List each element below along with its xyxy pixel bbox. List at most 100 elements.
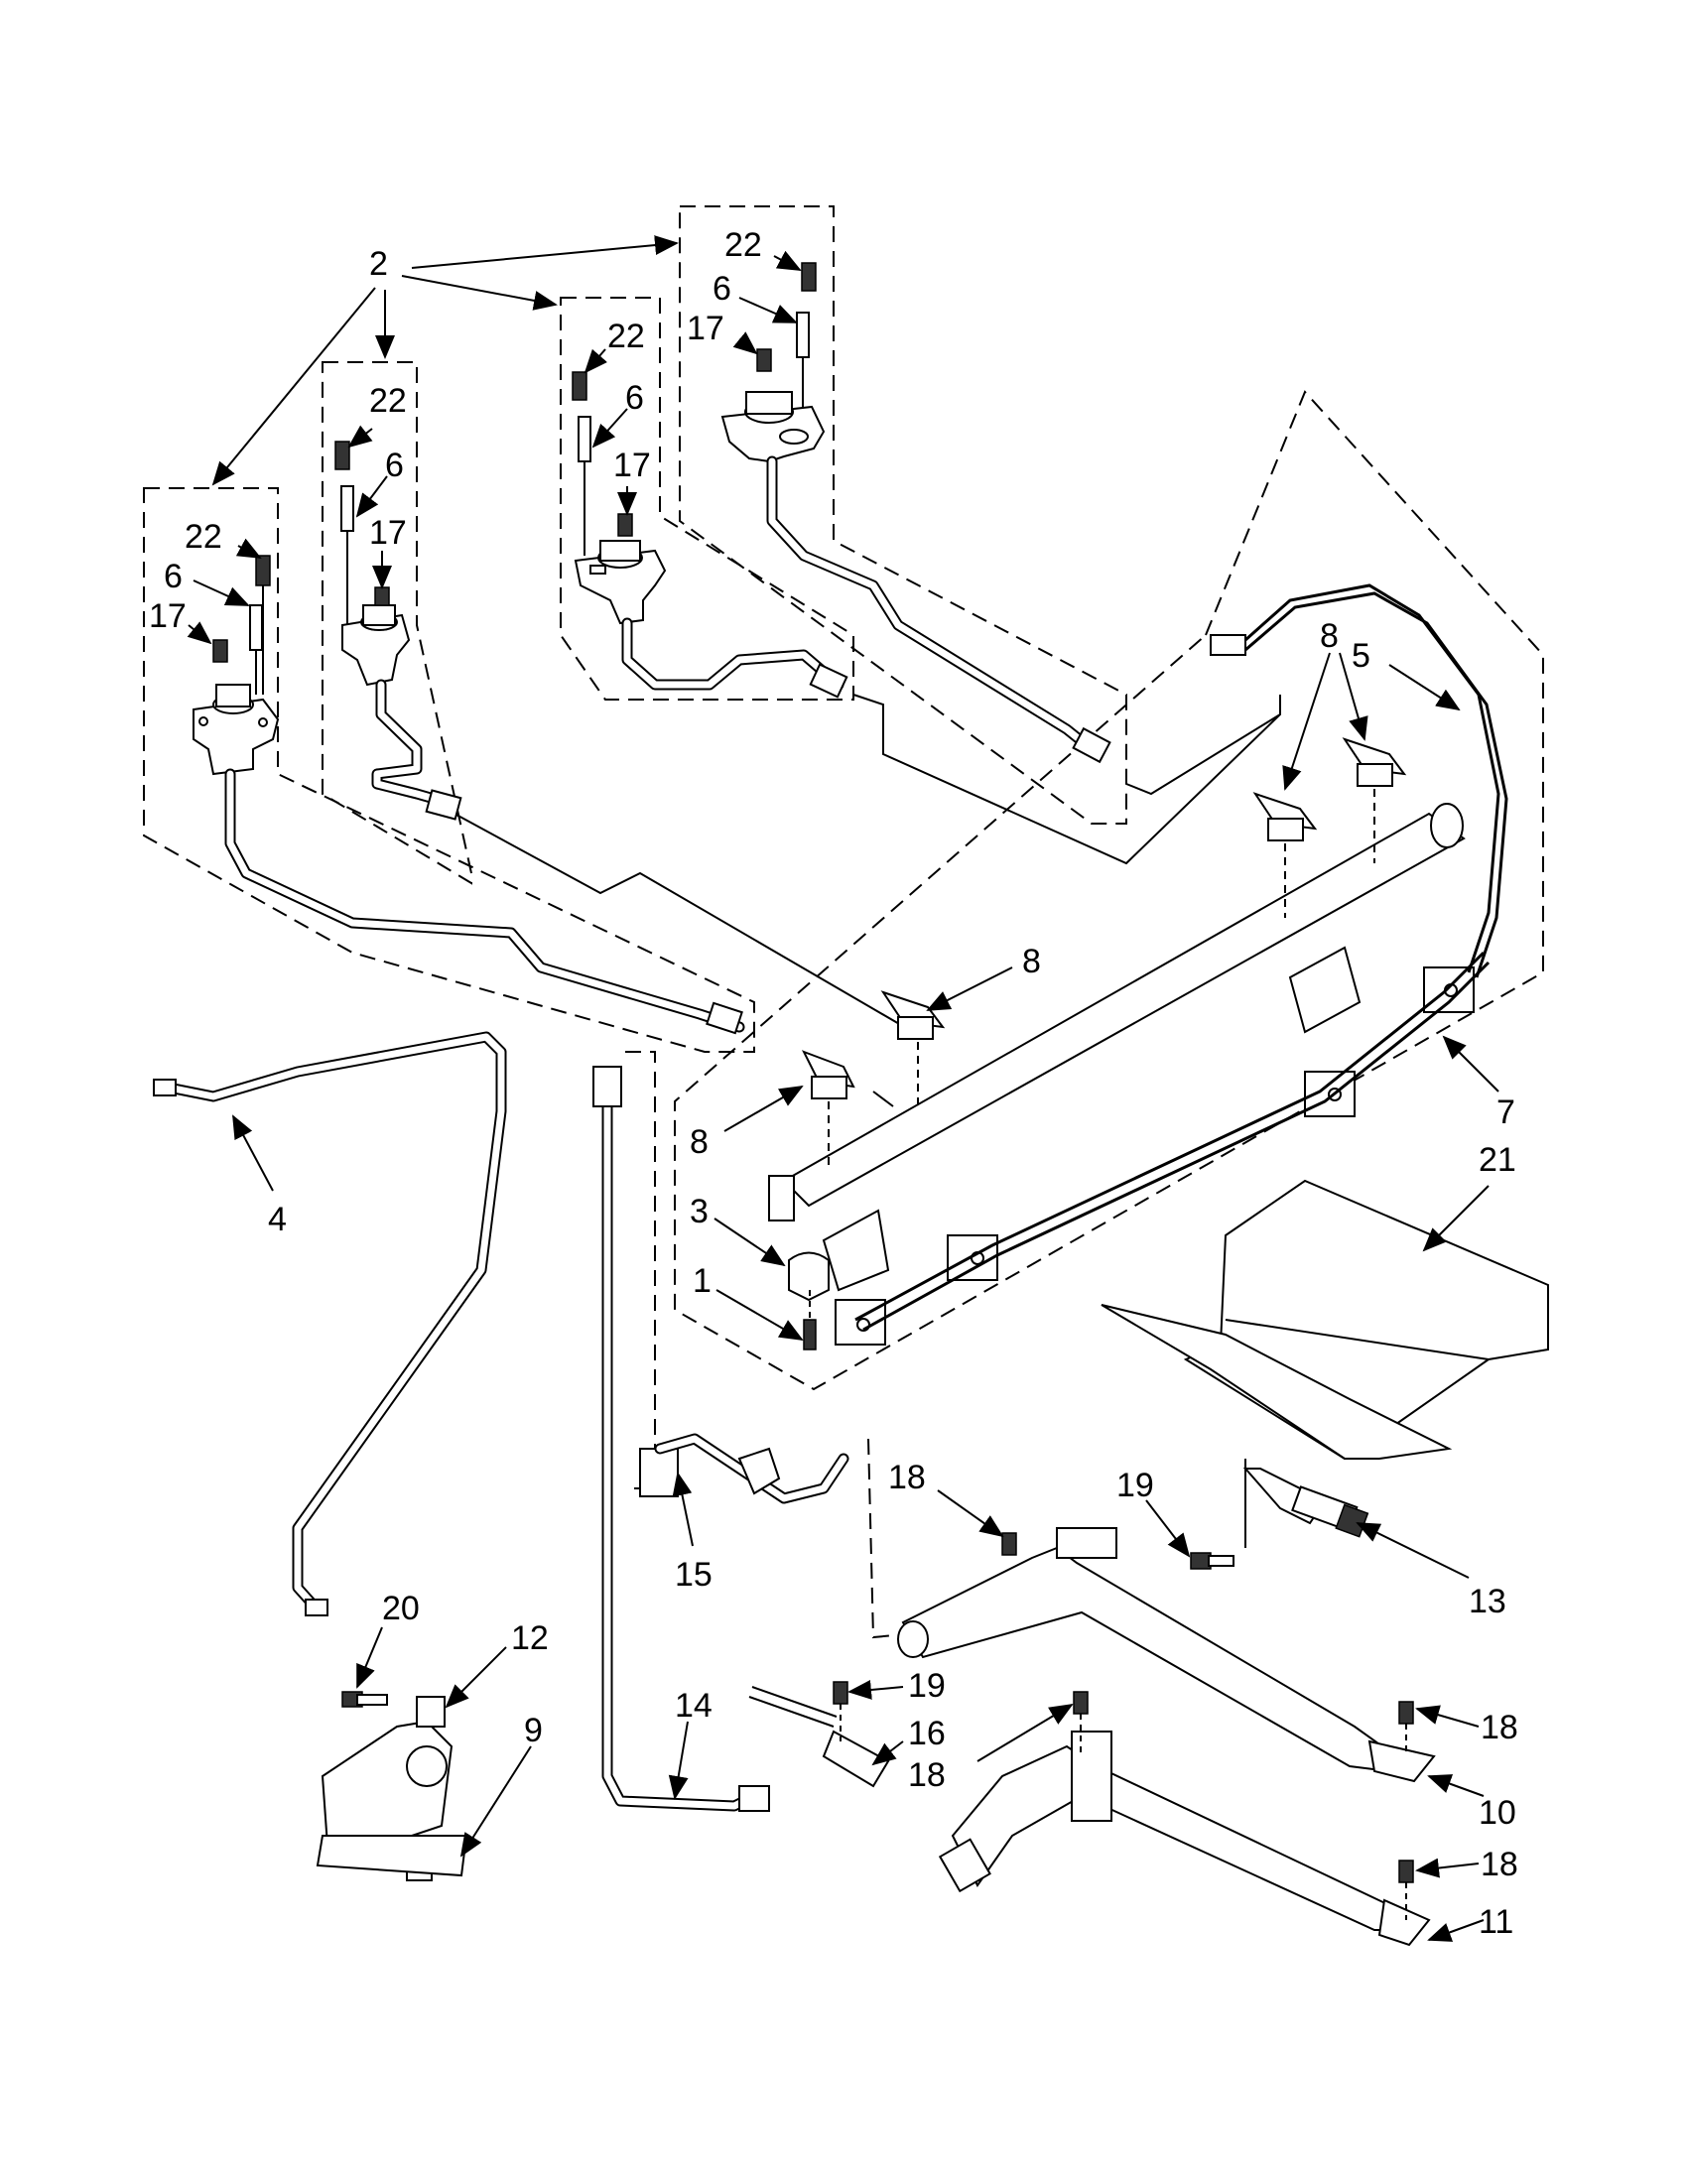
burner-valve-4 (720, 391, 826, 463)
leader-2-to-box-1 (211, 287, 376, 486)
callout-6-group3: 6 (625, 379, 644, 417)
heat-shield-21 (1101, 1179, 1549, 1461)
callout-22-group3: 22 (607, 318, 645, 355)
orifice-6-group3 (578, 416, 591, 556)
leader-12 (445, 1646, 507, 1709)
leader-8-mid (926, 966, 1013, 1011)
burner-valve-2 (341, 604, 411, 687)
burner-tube-10 (897, 1527, 1436, 1783)
callout-6-group4: 6 (713, 270, 731, 308)
leader-8-top-b (1339, 652, 1368, 741)
leader-8-top-a (1282, 652, 1331, 791)
screw-22-group1 (255, 555, 271, 695)
screw-17-group4 (756, 348, 772, 372)
fitting-tube-1 (706, 1001, 743, 1035)
callout-18-d: 18 (1481, 1846, 1518, 1883)
callout-13: 13 (1469, 1583, 1506, 1620)
guide-line-2 (852, 694, 1281, 865)
callout-3: 3 (690, 1193, 709, 1230)
callout-14: 14 (675, 1687, 713, 1725)
igniter-13 (1242, 1459, 1369, 1548)
callout-17-group3: 17 (613, 447, 651, 484)
leader-13 (1356, 1522, 1470, 1579)
manifold-clamp-3 (788, 1251, 830, 1302)
screw-20 (341, 1691, 388, 1708)
screw-18-a (1001, 1532, 1017, 1556)
valve-group-box-1 (143, 487, 755, 1053)
callout-2: 2 (369, 245, 388, 283)
callout-7: 7 (1496, 1093, 1515, 1131)
manifold-pipe (768, 803, 1466, 1221)
callout-22-group4: 22 (724, 226, 762, 264)
leader-6-d (738, 297, 798, 323)
callout-8-mid: 8 (1022, 943, 1041, 980)
callout-19-b: 19 (908, 1667, 946, 1705)
callout-5: 5 (1352, 637, 1370, 675)
orifice-hood-1 (801, 1050, 894, 1171)
screw-19-b (833, 1681, 848, 1741)
screw-22-group4 (801, 262, 817, 292)
wire-connector (1210, 634, 1246, 656)
leader-2-to-box-4 (411, 235, 679, 269)
leader-22-d (773, 250, 802, 271)
callout-18-a: 18 (888, 1459, 926, 1496)
burner-valve-1 (193, 684, 280, 776)
callout-6-group2: 6 (385, 447, 404, 484)
callout-11: 11 (1479, 1903, 1513, 1941)
tube-4 (158, 1031, 507, 1613)
leader-9 (459, 1745, 532, 1858)
leader-6-b (355, 475, 388, 518)
screw-17-group1 (212, 639, 228, 663)
screw-18-d (1398, 1860, 1414, 1920)
dashed-line-15 (867, 1438, 983, 1639)
leader-21 (1422, 1185, 1490, 1252)
leader-11 (1427, 1919, 1485, 1942)
leader-1 (715, 1289, 804, 1342)
leader-15 (672, 1472, 694, 1547)
callout-22-group2: 22 (369, 382, 407, 420)
manifold-bracket-left (822, 1209, 890, 1292)
callout-21: 21 (1479, 1141, 1516, 1179)
callout-8-low: 8 (690, 1123, 709, 1161)
screw-17-group3 (617, 513, 633, 537)
elbow-15 (639, 1433, 849, 1504)
manifold-holder-4 (1423, 966, 1475, 1013)
leader-18-d (1415, 1858, 1480, 1878)
callout-18-b: 18 (908, 1756, 946, 1794)
screw-18-b (1073, 1691, 1089, 1756)
screw-22-group3 (572, 371, 587, 401)
wire-harness-7 (854, 951, 1486, 1322)
leader-17-a (187, 621, 212, 645)
screw-22-group2 (334, 441, 350, 470)
callout-8-top: 8 (1320, 617, 1339, 655)
leader-17-d (732, 331, 758, 355)
callout-1: 1 (693, 1262, 712, 1300)
burner-tube-11 (938, 1731, 1431, 1947)
leader-2-to-box-3 (401, 275, 558, 311)
leader-18-c (1415, 1705, 1480, 1728)
screw-18-c (1398, 1701, 1414, 1756)
valve-group-box-2 (322, 361, 472, 885)
orifice-6-group2 (340, 485, 354, 625)
screw-1 (803, 1290, 817, 1350)
leader-6-a (193, 579, 250, 606)
leader-5 (1388, 664, 1461, 711)
leader-22-b (347, 425, 373, 449)
leader-18-a (937, 1489, 1004, 1538)
leader-7 (1442, 1035, 1499, 1092)
screw-19-a (1190, 1552, 1234, 1570)
leader-22-a (235, 538, 262, 559)
callout-16: 16 (908, 1715, 946, 1752)
igniter-bracket-16 (748, 1686, 890, 1788)
leader-4 (232, 1114, 274, 1192)
leader-20 (356, 1626, 383, 1689)
guide-line-3 (1125, 713, 1281, 796)
manifold-group-box (674, 390, 1544, 1391)
callout-18-c: 18 (1481, 1709, 1518, 1746)
orifice-6-group1 (249, 604, 263, 695)
callout-20: 20 (382, 1590, 420, 1627)
leader-3 (714, 1218, 786, 1267)
fitting-tube-3 (809, 663, 848, 699)
callout-17-group2: 17 (369, 514, 407, 552)
